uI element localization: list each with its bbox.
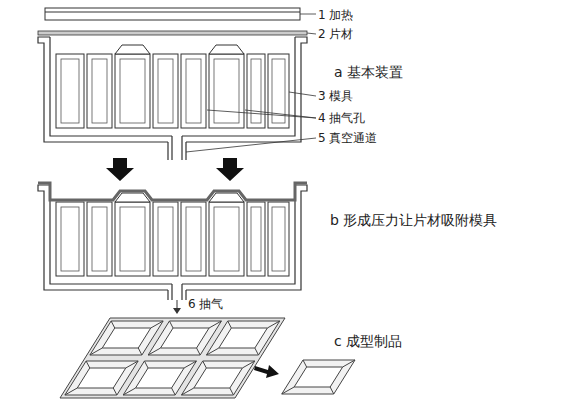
heater (45, 8, 300, 20)
panel-caption: c 成型制品 (334, 333, 402, 350)
leader-lines (186, 14, 316, 152)
plastic-sheet (38, 31, 307, 35)
vacuum-channel (168, 284, 186, 300)
panel-caption: a 基本装置 (334, 64, 403, 81)
mold-assembly (38, 37, 307, 142)
panel-caption: b 形成压力让片材吸附模具 (330, 212, 497, 229)
formed-sheet (38, 183, 307, 200)
pressure-arrow (216, 158, 244, 181)
callout-label: 5 真空通道 (318, 131, 377, 145)
callout-label: 4 抽气孔 (318, 111, 365, 125)
callout-label: 1 加热 (318, 8, 353, 22)
formed-tray-sheet (60, 318, 285, 398)
callout-label: 3 模具 (318, 89, 353, 103)
single-tray (282, 360, 355, 394)
pressure-arrow (106, 158, 134, 181)
result-arrow (254, 365, 279, 378)
exhaust-arrowhead (173, 308, 181, 314)
callout-label: 6 抽气 (188, 297, 223, 311)
callout-label: 2 片材 (318, 27, 353, 41)
vacuum-channel (168, 136, 186, 160)
